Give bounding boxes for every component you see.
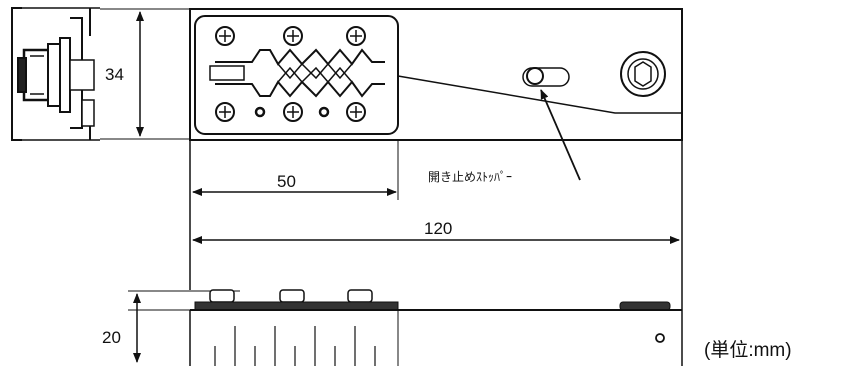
dimension-label-50: 50 (277, 172, 296, 191)
dimension-height-top: 34 (100, 8, 190, 140)
dimension-length-50: 50 (192, 172, 397, 196)
bottom-side-view (128, 289, 683, 366)
dimension-label-34: 34 (105, 65, 124, 84)
dimension-label-120: 120 (424, 219, 452, 238)
dimension-length-120: 120 (192, 219, 680, 244)
top-plan-view (189, 8, 683, 141)
stopper-label: 開き止めｽﾄｯﾊﾟｰ (428, 170, 512, 184)
dimension-height-bottom: 20 (102, 293, 190, 363)
unit-label: (単位:mm) (704, 339, 792, 361)
dimension-label-20: 20 (102, 328, 121, 347)
stopper-leader: 開き止めｽﾄｯﾊﾟｰ (428, 89, 581, 184)
middle-outline (189, 140, 683, 310)
end-view (11, 7, 100, 141)
